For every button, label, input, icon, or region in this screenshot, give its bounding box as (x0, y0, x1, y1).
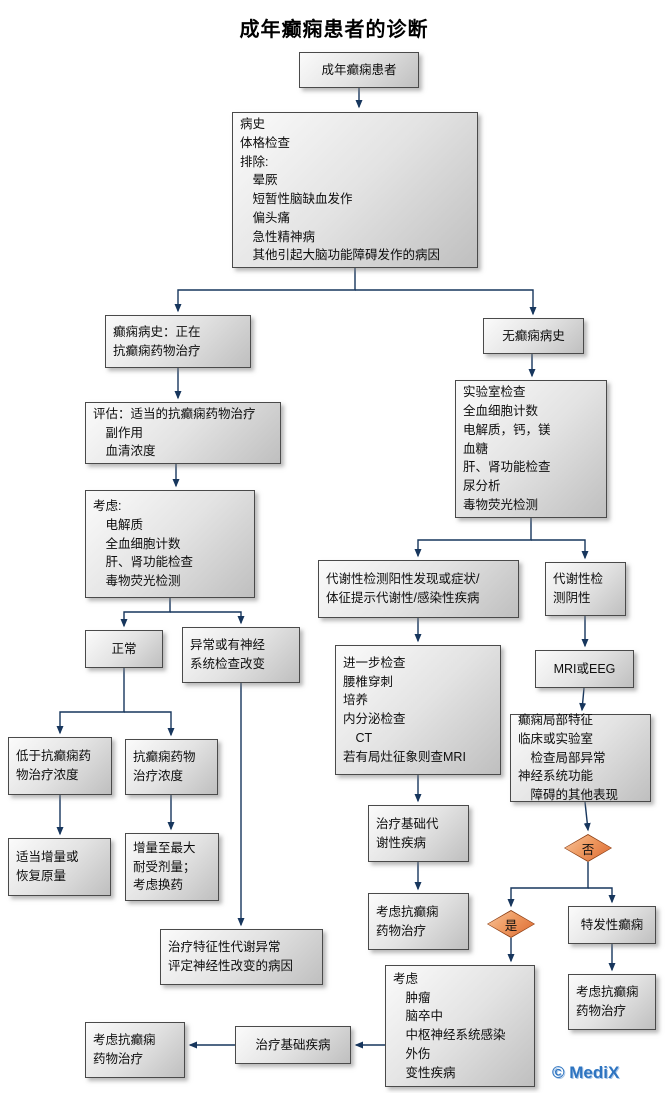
edge-lab-metabpos (414, 518, 532, 558)
node-consider-causes: 考虑 肿瘤 脑卒中 中枢神经系统感染 外伤 变性疾病 (385, 965, 535, 1087)
edge-workup-nohx (355, 289, 537, 316)
page-title: 成年癫痫患者的诊断 (239, 19, 429, 41)
edge-no-yes (507, 862, 589, 908)
node-epilepsy-history-on-aed: 癫痫病史：正在 抗癫痫药物治疗 (105, 315, 251, 368)
node-focal-features: 癫痫局部特征 临床或实验室 检查局部异常 神经系统功能 障碍的其他表现 (510, 713, 651, 802)
node-treat-underlying-disease: 治疗基础疾病 (235, 1026, 351, 1064)
edge-normal-below (56, 668, 125, 735)
node-adult-epilepsy-patient: 成年癫痫患者 (299, 52, 419, 88)
edge-no-idiopathic (588, 887, 616, 904)
node-increase-or-restore-dose: 适当增量或 恢复原量 (8, 838, 111, 896)
node-consider-aed-2: 考虑抗癫痫 药物治疗 (568, 974, 656, 1030)
node-abnormal-neuro-exam: 异常或有神经 系统检查改变 (182, 627, 300, 683)
node-mri-or-eeg: MRI或EEG (535, 650, 634, 688)
edge-workup-hxyes (174, 268, 356, 313)
node-metabolic-negative: 代谢性检 测阴性 (545, 562, 626, 616)
node-idiopathic-epilepsy: 特发性癫痫 (568, 906, 656, 944)
node-further-tests: 进一步检查 腰椎穿刺 培养 内分泌检查 CT 若有局灶征象则查MRI (335, 645, 501, 775)
node-consider-lab-panel: 考虑: 电解质 全血细胞计数 肝、肾功能检查 毒物荧光检测 (85, 490, 255, 598)
edge-consider-abnormal (170, 611, 245, 625)
node-normal: 正常 (85, 630, 163, 668)
node-no-epilepsy-history: 无癫痫病史 (483, 318, 584, 354)
node-max-tolerated-dose: 增量至最大 耐受剂量； 考虑换药 (125, 833, 219, 901)
edge-normal-atlevel (124, 711, 175, 737)
edge-mri-focal (579, 687, 587, 712)
node-assess-aed-therapy: 评估：适当的抗癫痫药物治疗 副作用 血清浓度 (85, 402, 281, 464)
node-consider-aed-3: 考虑抗癫痫 药物治疗 (85, 1022, 185, 1078)
node-laboratory-tests: 实验室检查 全血细胞计数 电解质，钙，镁 血糖 肝、肾功能检查 尿分析 毒物荧光… (455, 380, 607, 518)
node-treat-metabolic-abnormality: 治疗特征性代谢异常 评定神经性改变的病因 (160, 929, 323, 985)
node-treat-metabolic-disease: 治疗基础代 谢性疾病 (368, 805, 469, 862)
medix-watermark: © MediX (552, 1063, 620, 1082)
node-metabolic-positive: 代谢性检测阳性发现或症状/ 体征提示代谢性/感染性疾病 (318, 560, 519, 618)
node-below-therapeutic-level: 低于抗癫痫药 物治疗浓度 (8, 737, 112, 795)
edge-lab-metabneg (531, 539, 589, 560)
edge-focal-no (583, 801, 591, 832)
node-consider-aed-1: 考虑抗癫痫 药物治疗 (368, 893, 469, 950)
node-at-therapeutic-level: 抗癫痫药物 治疗浓度 (125, 739, 218, 795)
edge-consider-normal (120, 598, 171, 628)
node-history-workup: 病史 体格检查 排除: 晕厥 短暂性脑缺血发作 偏头痛 急性精神病 其他引起大脑… (232, 112, 478, 268)
